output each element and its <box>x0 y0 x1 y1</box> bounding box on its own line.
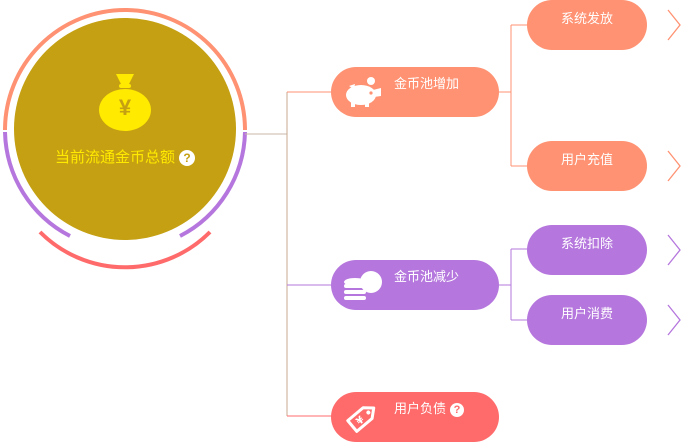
child-system-deduct-label: 系统扣除 <box>560 236 613 251</box>
debt-help-icon[interactable]: ? <box>450 402 465 417</box>
child-user-recharge[interactable]: 用户充值 <box>527 141 647 191</box>
chevron-right-icon[interactable] <box>667 9 681 41</box>
chevron-right-icon[interactable] <box>667 234 681 266</box>
root-node[interactable]: ¥ 当前流通金币总额? <box>14 18 236 240</box>
node-decrease[interactable]: 金币池减少 <box>331 260 499 310</box>
node-increase[interactable]: 金币池增加 <box>331 67 499 117</box>
root-label: 当前流通金币总额 <box>54 149 175 166</box>
root-help-icon[interactable]: ? <box>179 150 195 167</box>
currency-symbol: ¥ <box>118 95 132 120</box>
child-system-issue-label: 系统发放 <box>560 11 613 26</box>
chevron-right-icon[interactable] <box>667 304 681 336</box>
node-debt-label: 用户负债 <box>394 401 447 416</box>
price-tag-icon: ¥ <box>345 400 381 437</box>
child-system-issue[interactable]: 系统发放 <box>527 0 647 50</box>
node-increase-label: 金币池增加 <box>394 76 460 91</box>
money-bag-icon: ¥ <box>96 70 154 137</box>
node-decrease-label: 金币池减少 <box>394 269 460 284</box>
child-system-deduct[interactable]: 系统扣除 <box>527 225 647 275</box>
child-user-spend-label: 用户消费 <box>560 306 613 321</box>
child-user-recharge-label: 用户充值 <box>560 152 613 167</box>
coin-stack-icon <box>343 271 383 304</box>
chevron-right-icon[interactable] <box>667 150 681 182</box>
child-user-spend[interactable]: 用户消费 <box>527 295 647 345</box>
piggy-bank-icon <box>343 76 383 111</box>
node-debt[interactable]: ¥ 用户负债? <box>331 392 499 442</box>
